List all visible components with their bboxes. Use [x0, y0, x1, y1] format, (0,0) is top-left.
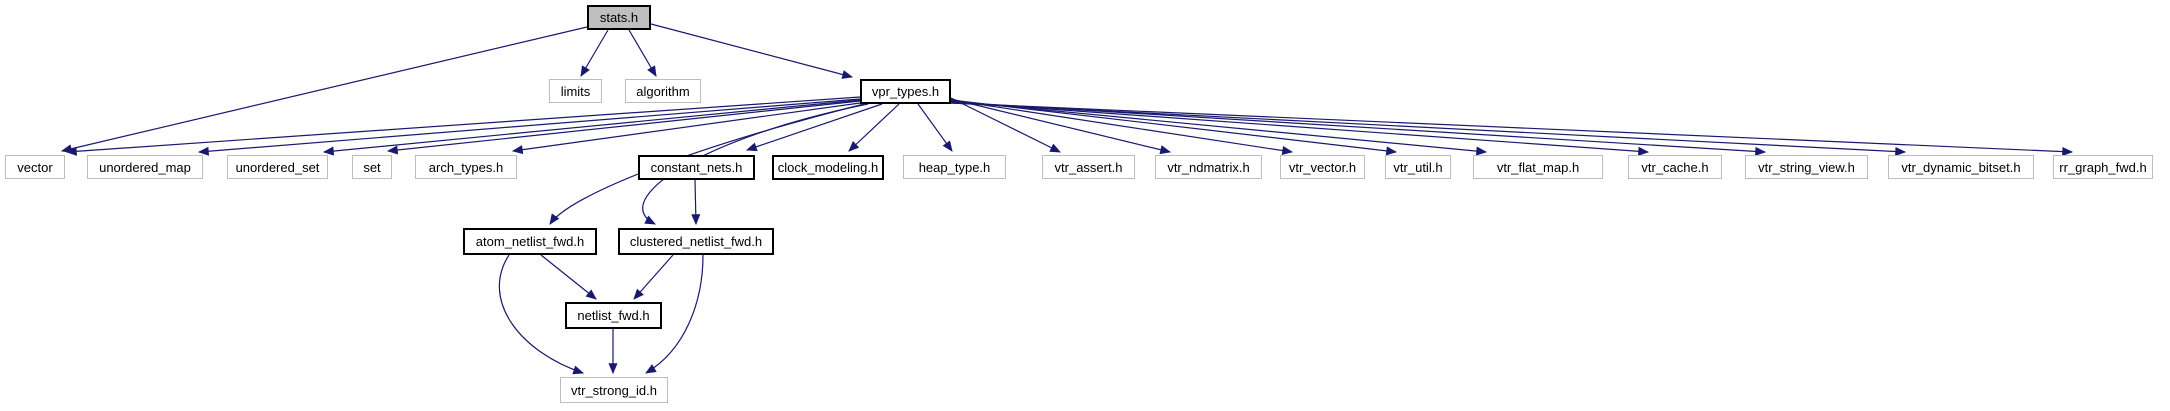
graph-node-rr-graph-fwd-h: rr_graph_fwd.h [2053, 155, 2153, 179]
edge-atom_netlist_fwd.h-to-netlist_fwd.h [540, 254, 597, 300]
edge-vpr_types.h-to-clock_modeling.h [848, 103, 900, 152]
graph-node-vtr-ndmatrix-h: vtr_ndmatrix.h [1155, 155, 1262, 179]
graph-node-atom-netlist-fwd-h[interactable]: atom_netlist_fwd.h [463, 228, 597, 255]
edge-vpr_types.h-to-vtr_dynamic_bitset.h [950, 102, 1907, 157]
edge-vpr_types.h-to-vtr_assert.h [950, 97, 1061, 153]
edge-vpr_types.h-to-vtr_ndmatrix.h [950, 98, 1172, 155]
graph-node-set: set [352, 155, 392, 179]
graph-node-vtr-dynamic-bitset-h: vtr_dynamic_bitset.h [1888, 155, 2034, 179]
edge-vpr_types.h-to-constant_nets.h [745, 103, 883, 152]
edge-stats.h-to-vpr_types.h [650, 23, 854, 79]
graph-node-stats-h: stats.h [587, 5, 651, 30]
graph-node-vector: vector [5, 155, 65, 179]
edge-vpr_types.h-to-unordered_map [197, 98, 861, 156]
graph-node-vtr-cache-h: vtr_cache.h [1628, 155, 1722, 179]
graph-node-constant-nets-h[interactable]: constant_nets.h [638, 155, 755, 180]
edge-clustered_netlist_fwd.h-to-vtr_strong_id.h [645, 254, 704, 374]
graph-node-vtr-string-view-h: vtr_string_view.h [1745, 155, 1868, 179]
graph-node-vtr-util-h: vtr_util.h [1385, 155, 1451, 179]
edge-vpr_types.h-to-rr_graph_fwd.h [950, 102, 2074, 157]
edge-vpr_types.h-to-vtr_flat_map.h [950, 100, 1488, 156]
edge-vpr_types.h-to-arch_types.h [511, 102, 861, 155]
graph-node-unordered-map: unordered_map [87, 155, 203, 179]
edge-stats.h-to-vector [60, 26, 588, 154]
edge-vpr_types.h-to-heap_type.h [917, 103, 953, 152]
edge-vpr_types.h-to-vector [65, 96, 861, 156]
graph-node-arch-types-h: arch_types.h [415, 155, 517, 179]
graph-node-vpr-types-h[interactable]: vpr_types.h [860, 79, 951, 104]
graph-node-algorithm: algorithm [625, 79, 701, 103]
graph-node-limits: limits [549, 79, 602, 103]
graph-node-clock-modeling-h[interactable]: clock_modeling.h [772, 155, 884, 180]
edge-stats.h-to-limits [580, 29, 609, 77]
graph-node-netlist-fwd-h[interactable]: netlist_fwd.h [565, 302, 662, 329]
edge-vpr_types.h-to-vtr_cache.h [950, 101, 1650, 156]
edge-vpr_types.h-to-set [386, 100, 861, 155]
graph-node-clustered-netlist-fwd-h[interactable]: clustered_netlist_fwd.h [618, 228, 774, 255]
edge-atom_netlist_fwd.h-to-vtr_strong_id.h [498, 254, 585, 375]
graph-node-unordered-set: unordered_set [227, 155, 328, 179]
edge-vpr_types.h-to-unordered_set [322, 99, 861, 156]
graph-node-vtr-vector-h: vtr_vector.h [1280, 155, 1365, 179]
edge-stats.h-to-algorithm [628, 29, 657, 77]
graph-node-vtr-assert-h: vtr_assert.h [1042, 155, 1135, 179]
edge-vpr_types.h-to-vtr_vector.h [950, 99, 1294, 156]
graph-node-heap-type-h: heap_type.h [903, 155, 1006, 179]
graph-node-vtr-strong-id-h: vtr_strong_id.h [560, 377, 668, 403]
edge-clustered_netlist_fwd.h-to-netlist_fwd.h [633, 254, 674, 300]
edge-constant_nets.h-to-clustered_netlist_fwd.h [691, 179, 701, 226]
graph-node-vtr-flat-map-h: vtr_flat_map.h [1473, 155, 1603, 179]
